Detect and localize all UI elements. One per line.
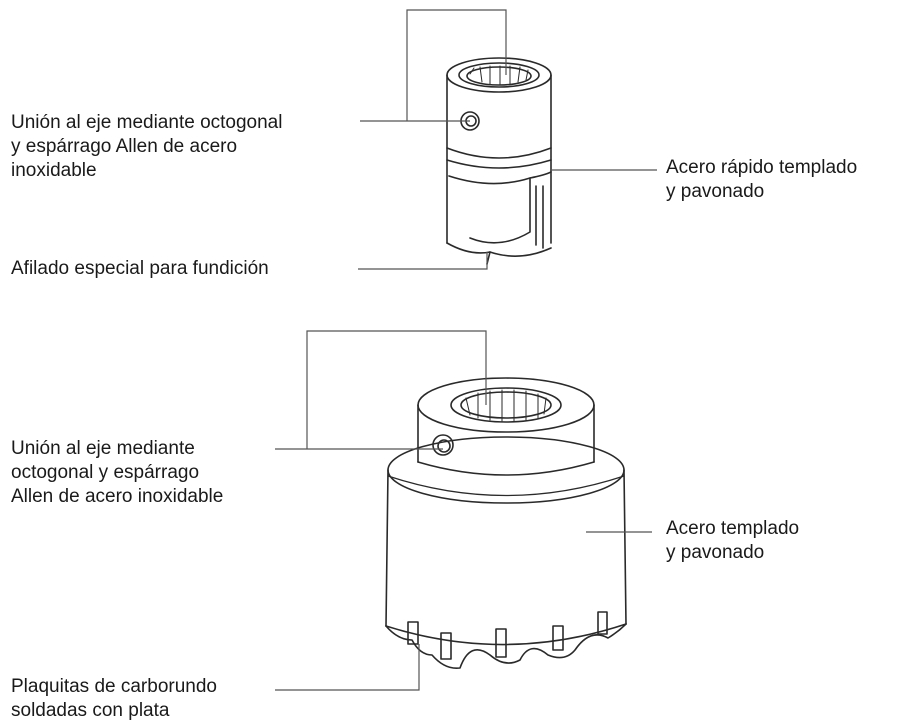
- label-top-sharpening: Afilado especial para fundición: [11, 258, 269, 279]
- label-bottom-shaft-union: Unión al eje mediante octogonal y espárr…: [11, 438, 224, 507]
- label-top-shaft-union: Unión al eje mediante octogonal y espárr…: [11, 112, 283, 181]
- label-bottom-material: Acero templado y pavonado: [666, 518, 800, 563]
- label-bottom-inserts: Plaquitas de carborundo soldadas con pla…: [11, 676, 217, 721]
- small-cutter-drawing: [446, 57, 552, 265]
- callout-leaders: [275, 9, 657, 691]
- label-top-material: Acero rápido templado y pavonado: [666, 157, 858, 202]
- large-cutter-drawing: [385, 377, 627, 670]
